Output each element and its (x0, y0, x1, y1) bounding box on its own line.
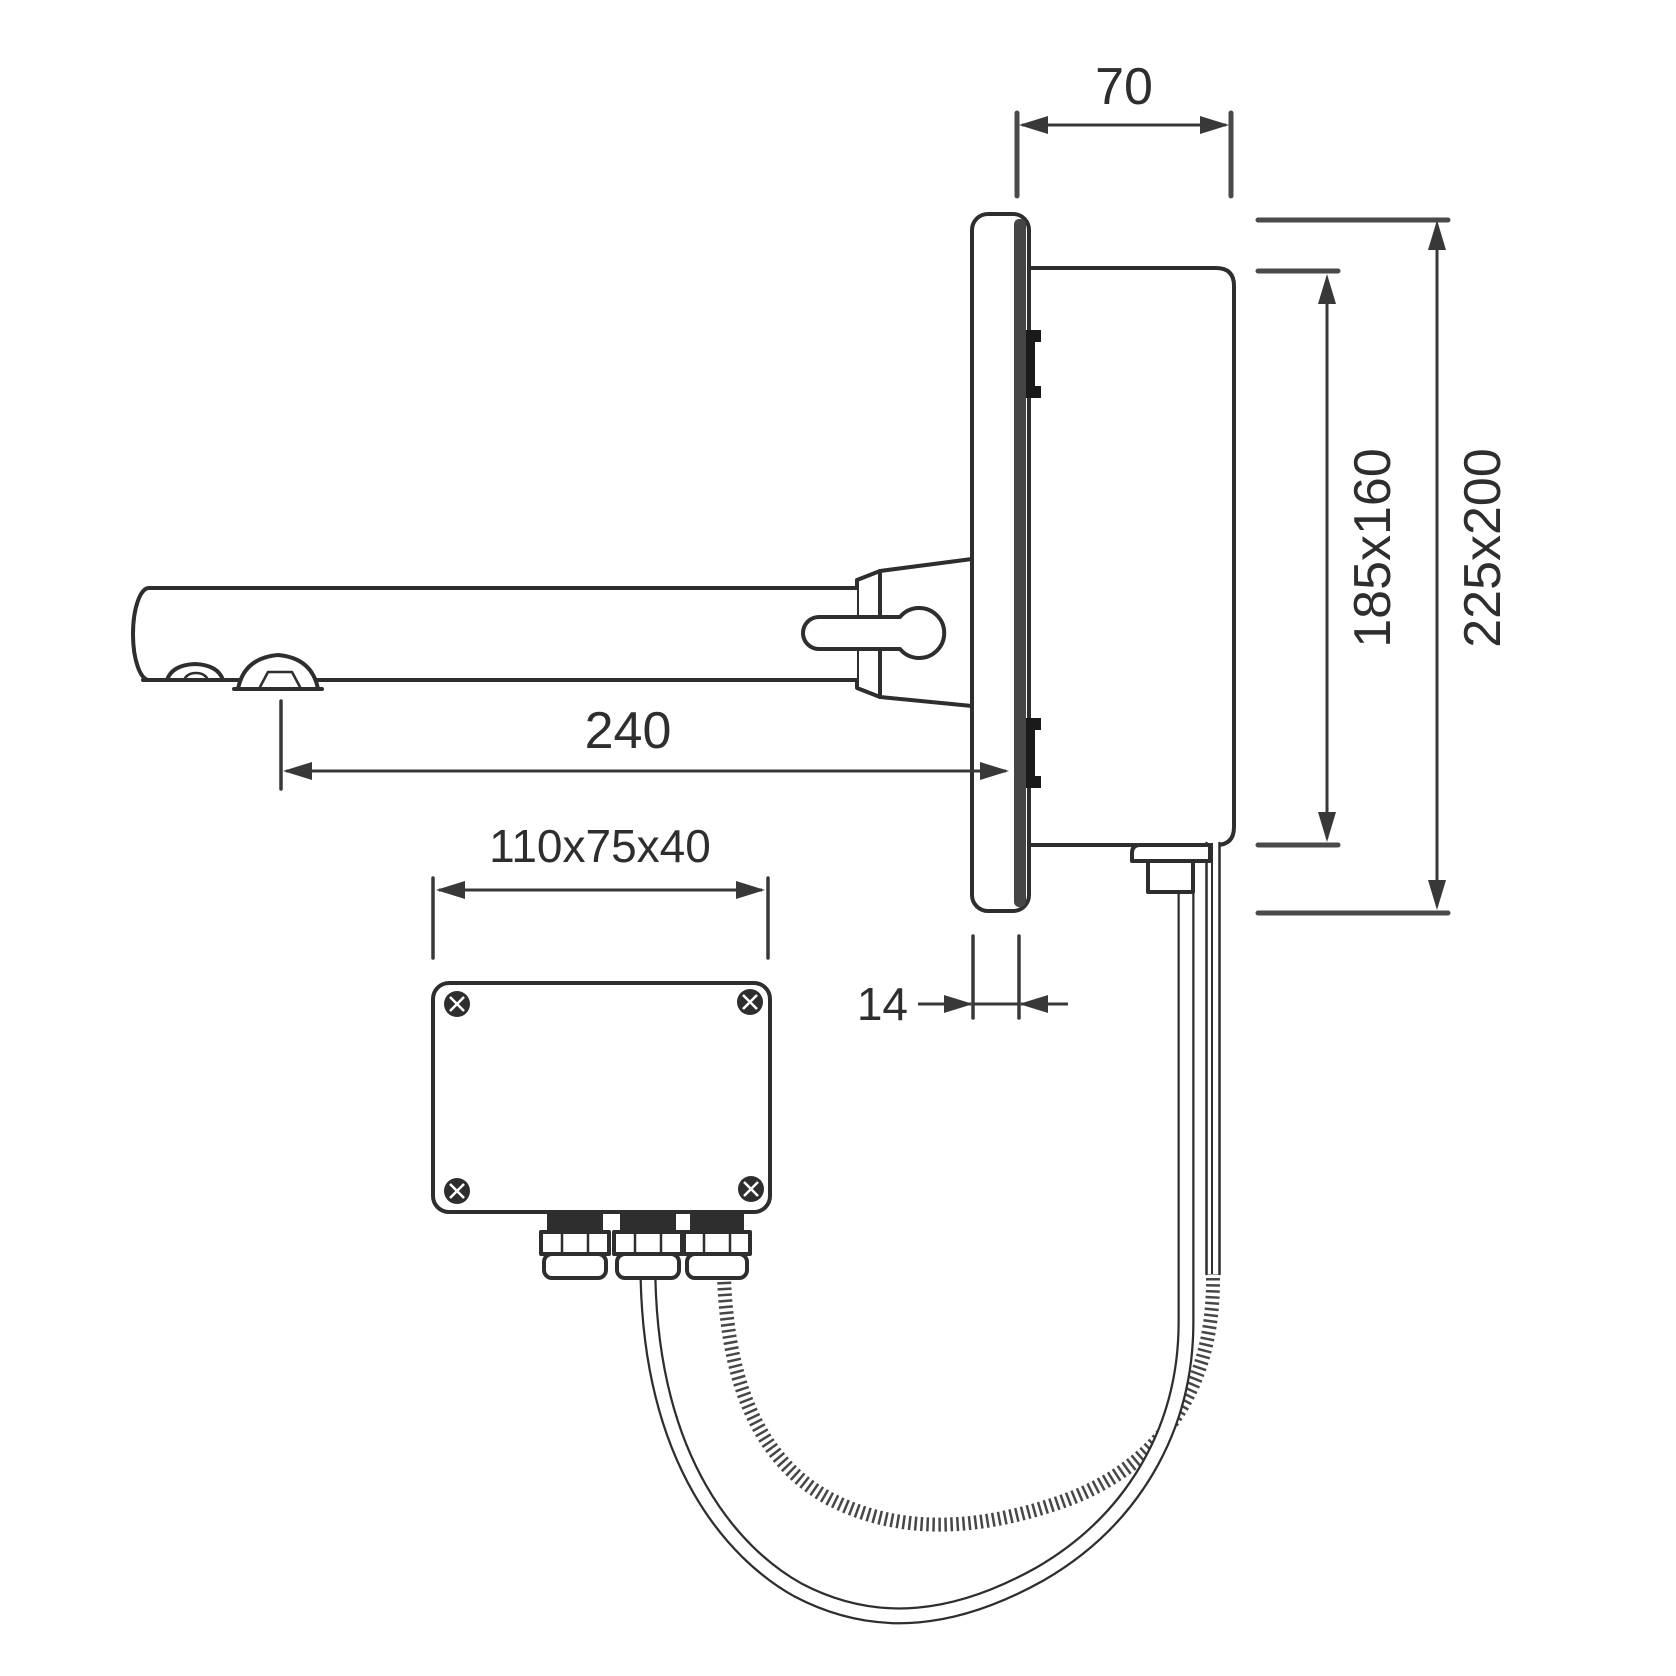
control-box-outline (1027, 266, 1236, 847)
dim-label-110x75x40: 110x75x40 (489, 820, 711, 872)
arrowhead-left (1019, 116, 1048, 134)
dim-240: 240 (279, 699, 1009, 791)
braided-cable (717, 841, 1221, 1532)
arrowhead-left (283, 762, 312, 780)
right-extension-lines (1255, 217, 1451, 916)
keyhole-slot (801, 606, 947, 660)
wall-plate-edge-band (1014, 219, 1026, 907)
arrowhead-down (1318, 812, 1336, 842)
arrowhead-right (944, 995, 973, 1013)
gland-collar (547, 1212, 603, 1232)
retaining-clips (1026, 330, 1041, 788)
braided-cable-hose (717, 846, 1220, 1532)
dim-label-240: 240 (585, 702, 672, 760)
gland-collar (690, 1212, 744, 1232)
gland-cap (542, 1252, 608, 1280)
dim-label-14: 14 (857, 978, 908, 1030)
junction-gland-2 (612, 1212, 684, 1280)
aerator-dome (232, 653, 324, 691)
screw-cross-marks (449, 994, 759, 1199)
junction-box-screws (444, 989, 764, 1204)
junction-box-outline (431, 981, 772, 1214)
gland-cap (615, 1252, 681, 1280)
control-box (1027, 266, 1236, 847)
dim-label-225x200: 225x200 (1454, 448, 1512, 648)
retaining-clip-bottom (1026, 718, 1041, 788)
junction-box (431, 981, 772, 1280)
supply-hose-core (641, 893, 1193, 1623)
dim-70: 70 (1014, 58, 1234, 199)
retaining-clip-top (1026, 330, 1041, 398)
gland-collar (620, 1212, 676, 1232)
control-gland-nut (1146, 859, 1195, 894)
arrowhead-left (436, 881, 465, 899)
dim-label-185x160: 185x160 (1344, 448, 1402, 648)
sensor-dome-inner (182, 671, 210, 682)
gland-cap (685, 1252, 749, 1280)
arrowhead-right (980, 762, 1009, 780)
arrowhead-right (1200, 116, 1229, 134)
control-gland-flange (1130, 843, 1212, 863)
dim-label-70: 70 (1095, 58, 1153, 116)
dim-225x200: 225x200 (1428, 220, 1512, 910)
aerator-inner (258, 670, 302, 689)
spout (131, 586, 947, 691)
junction-gland-3 (682, 1212, 752, 1280)
supply-hose (639, 893, 1195, 1625)
sensor-dome (165, 662, 225, 682)
control-box-gland (1130, 843, 1212, 894)
gland-nut (539, 1230, 611, 1256)
arrowhead-down (1428, 880, 1446, 910)
dim-110x75x40: 110x75x40 (431, 820, 770, 960)
arrowhead-left (1019, 995, 1048, 1013)
arrowhead-up (1318, 274, 1336, 304)
sensor-dome-outline (165, 662, 225, 682)
arrowhead-up (1428, 220, 1446, 250)
junction-gland-1 (539, 1212, 611, 1280)
gland-nut (682, 1230, 752, 1256)
wall-plate (970, 212, 1041, 913)
arrowhead-right (736, 881, 765, 899)
dim-14: 14 (857, 934, 1068, 1030)
dim-185x160: 185x160 (1318, 274, 1402, 842)
gland-nut (612, 1230, 684, 1256)
